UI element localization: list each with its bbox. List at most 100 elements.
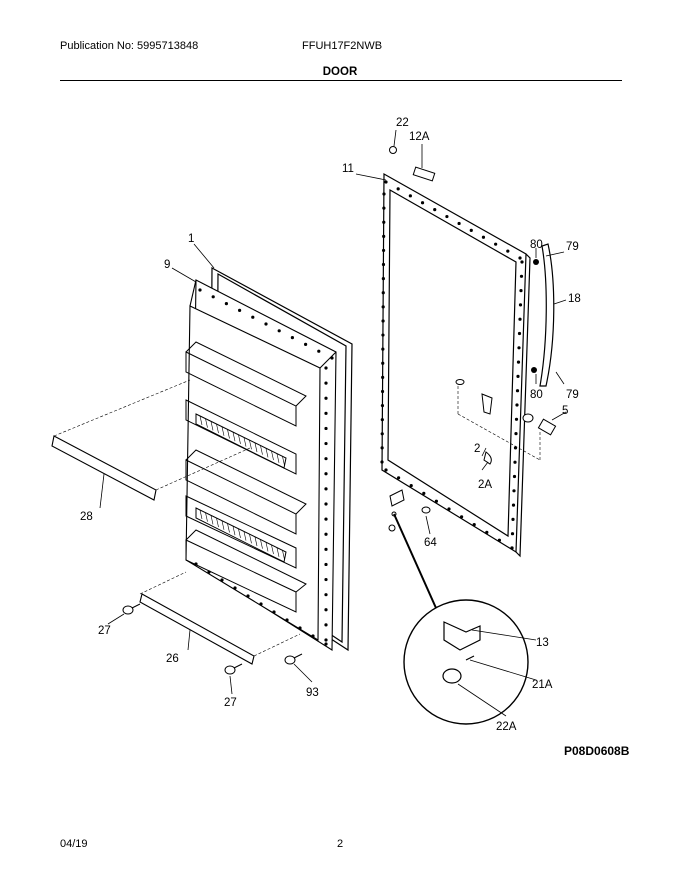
screw-93 — [284, 653, 303, 665]
mounting-hole — [472, 523, 476, 527]
shelf-wire — [221, 426, 225, 436]
shelf-wire — [232, 526, 236, 536]
mounting-hole — [381, 305, 385, 309]
shelf-wire — [227, 523, 230, 533]
mounting-hole — [272, 610, 276, 614]
shelf-wire — [199, 509, 203, 520]
mounting-hole — [324, 642, 328, 646]
shelf-bar-28 — [51, 435, 157, 501]
mounting-hole — [506, 249, 510, 253]
mounting-hole — [517, 346, 521, 350]
mounting-hole — [224, 302, 228, 306]
callout-18: 18 — [568, 293, 581, 305]
shelf-wire — [265, 542, 269, 552]
mounting-hole — [198, 288, 202, 292]
mounting-hole — [384, 180, 388, 184]
mounting-hole — [220, 578, 224, 582]
mounting-hole — [396, 187, 400, 191]
mounting-hole — [324, 441, 328, 446]
mounting-hole — [264, 322, 268, 326]
mounting-hole — [409, 484, 413, 488]
shelf-wire — [243, 437, 247, 447]
mounting-hole — [233, 586, 237, 590]
callout-80-top: 80 — [530, 239, 543, 251]
mounting-hole — [381, 375, 385, 379]
section-title: DOOR — [322, 66, 358, 78]
mounting-hole — [380, 460, 384, 464]
mounting-hole — [518, 317, 522, 321]
mounting-hole — [381, 291, 385, 295]
mounting-hole — [285, 618, 289, 622]
door-shelves — [185, 341, 307, 613]
callout-64: 64 — [424, 537, 437, 549]
mounting-hole — [251, 315, 255, 319]
mounting-hole — [304, 342, 308, 346]
mounting-hole — [380, 389, 385, 394]
mounting-hole — [434, 499, 438, 503]
callout-12A: 12A — [409, 131, 430, 143]
mounting-hole — [520, 260, 524, 264]
screw-27-lower — [224, 663, 243, 675]
mounting-hole — [494, 242, 498, 246]
mounting-hole — [324, 457, 328, 461]
shelf-wire — [232, 432, 236, 442]
mounting-hole — [238, 308, 242, 312]
mounting-hole — [433, 208, 437, 212]
callout-28: 28 — [80, 511, 93, 523]
mounting-hole — [324, 517, 328, 521]
shelf-wire — [276, 453, 280, 463]
mounting-hole — [515, 403, 519, 407]
shelf-wire — [221, 520, 225, 530]
mounting-hole — [469, 228, 473, 232]
shelf-wire — [243, 531, 247, 541]
callout-9: 9 — [164, 259, 170, 271]
mounting-hole — [381, 277, 385, 281]
mounting-hole — [511, 517, 515, 522]
callout-26: 26 — [166, 653, 179, 665]
dashed-leaders — [53, 379, 541, 657]
mounting-hole — [382, 192, 386, 196]
shelf-wire — [271, 451, 274, 461]
mounting-hole — [380, 418, 384, 422]
shelf-wire — [282, 550, 285, 560]
mounting-hole — [317, 349, 321, 353]
model-number: FFUH17F2NWB — [302, 40, 383, 52]
mounting-hole — [324, 472, 328, 476]
top-parts — [389, 146, 436, 182]
mounting-hole — [324, 411, 328, 415]
mounting-hole — [519, 289, 523, 293]
mounting-hole — [380, 446, 384, 450]
shelf-wire — [249, 440, 252, 450]
header-rule — [60, 80, 622, 81]
mounting-hole — [510, 532, 515, 536]
callout-22A: 22A — [496, 721, 517, 733]
shelf-wire — [276, 547, 280, 557]
mounting-hole — [324, 532, 328, 536]
mounting-hole — [324, 366, 328, 370]
liner-holes — [194, 288, 334, 646]
mounting-hole — [246, 594, 250, 598]
mounting-hole — [510, 546, 514, 550]
hinge-13-small — [388, 489, 431, 532]
mounting-hole — [324, 593, 328, 597]
mounting-hole — [382, 206, 386, 210]
mounting-hole — [518, 303, 523, 307]
mounting-hole — [397, 476, 401, 480]
mounting-hole — [382, 234, 386, 238]
handle-screws-80 — [531, 259, 539, 373]
mounting-hole — [324, 562, 328, 567]
mounting-hole — [298, 626, 302, 630]
callout-5: 5 — [562, 405, 568, 417]
mounting-hole — [408, 194, 412, 198]
mounting-hole — [517, 331, 522, 336]
mounting-hole — [445, 214, 449, 219]
mounting-hole — [384, 468, 388, 472]
mounting-hole — [512, 474, 517, 479]
mounting-hole — [516, 360, 521, 364]
figure-code: P08D0608B — [564, 744, 630, 758]
mounting-hole — [290, 336, 294, 340]
shelf-wire — [249, 534, 252, 544]
callout-leaders — [99, 129, 567, 717]
shelf-wire — [265, 448, 269, 458]
